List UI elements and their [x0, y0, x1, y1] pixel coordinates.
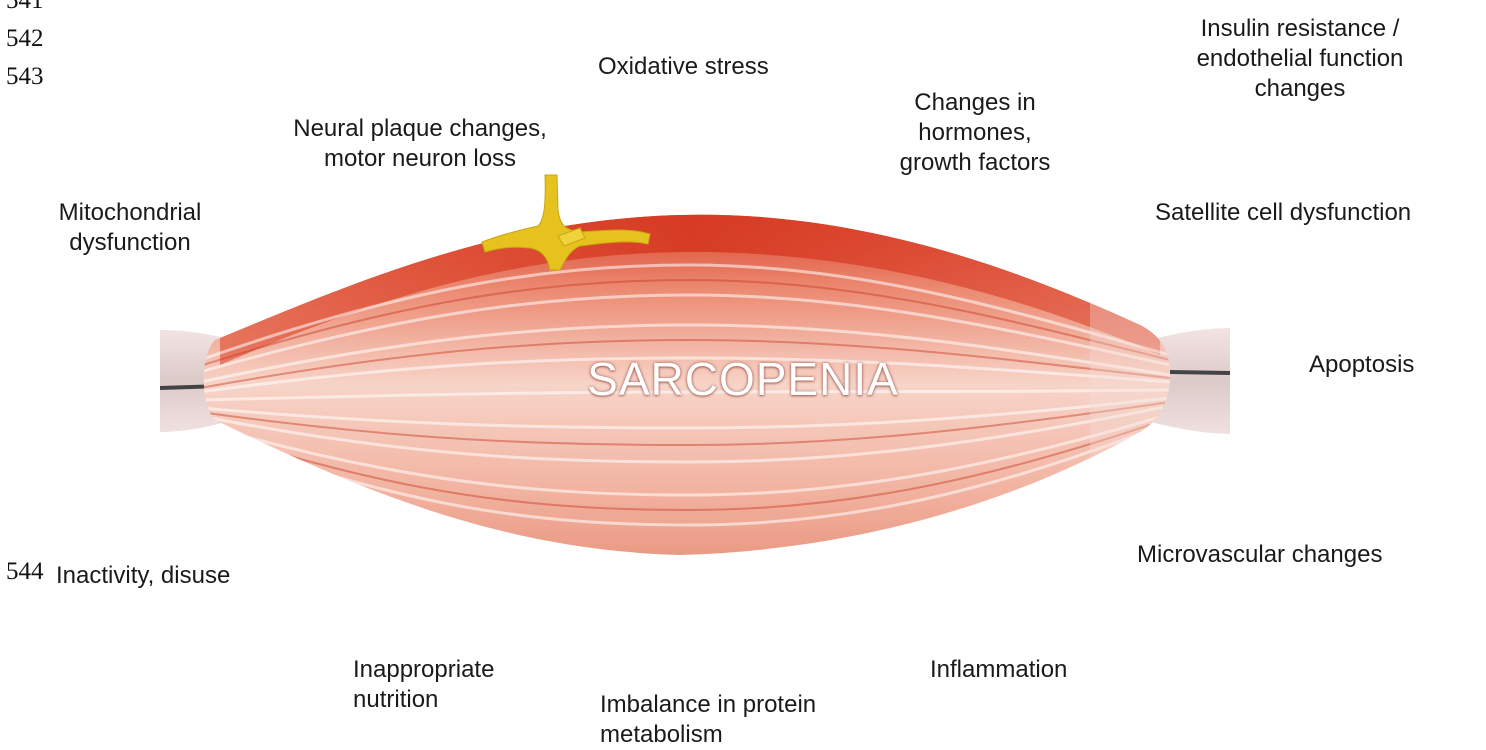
label-mitochondrial-dysfunction: Mitochondrial dysfunction	[20, 198, 240, 258]
diagram-title: SARCOPENIA	[0, 351, 1486, 407]
label-insulin-resistance: Insulin resistance / endothelial functio…	[1160, 14, 1440, 104]
label-satellite-cell: Satellite cell dysfunction	[1155, 198, 1411, 228]
label-neural-plaque: Neural plaque changes, motor neuron loss	[255, 114, 585, 174]
line-number: 542	[6, 24, 44, 54]
label-inflammation: Inflammation	[930, 655, 1067, 685]
label-inactivity: Inactivity, disuse	[56, 561, 230, 591]
label-apoptosis: Apoptosis	[1309, 350, 1414, 380]
label-microvascular: Microvascular changes	[1137, 540, 1382, 570]
label-oxidative-stress: Oxidative stress	[598, 52, 769, 82]
line-number: 541	[6, 0, 44, 16]
line-number: 544	[6, 557, 44, 587]
label-nutrition: Inappropriate nutrition	[353, 655, 494, 715]
label-hormones-growth-factors: Changes in hormones, growth factors	[860, 88, 1090, 178]
line-number: 543	[6, 62, 44, 92]
label-protein-metabolism: Imbalance in protein metabolism	[600, 690, 816, 750]
